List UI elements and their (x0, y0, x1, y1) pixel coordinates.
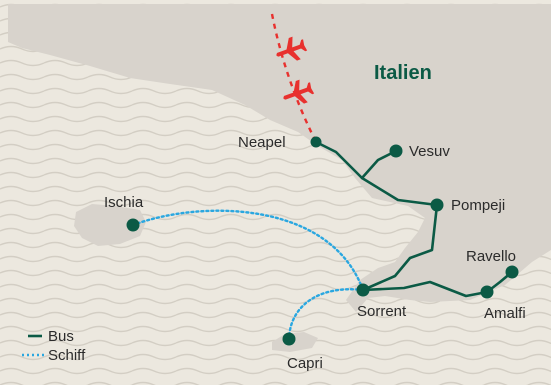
marker-ischia[interactable] (126, 218, 140, 232)
marker-sorrent[interactable] (356, 283, 370, 297)
marker-vesuv[interactable] (389, 144, 403, 158)
label-ravello: Ravello (466, 248, 516, 265)
ischia-island (74, 204, 146, 246)
label-neapel: Neapel (238, 134, 286, 151)
marker-capri[interactable] (282, 332, 296, 346)
mainland (8, 4, 551, 312)
bus-route-pompeji-sorrent (361, 203, 439, 292)
label-vesuv: Vesuv (409, 143, 450, 160)
label-amalfi: Amalfi (484, 305, 526, 322)
label-ischia: Ischia (104, 194, 144, 211)
label-pompeji: Pompeji (451, 197, 505, 214)
label-sorrent: Sorrent (357, 303, 407, 320)
ship-routes (131, 209, 365, 341)
bus-route-sorrent-amalfi (361, 280, 489, 298)
legend-bus-label: Bus (48, 328, 74, 345)
airplane-icon (276, 36, 308, 61)
flight-route (270, 13, 318, 143)
place-markers (126, 136, 519, 346)
airplane-icon (283, 79, 315, 104)
marker-neapel[interactable] (310, 136, 322, 148)
legend-ship-label: Schiff (48, 347, 86, 364)
ship-route-sorrent-capri (287, 288, 365, 341)
marker-amalfi[interactable] (480, 285, 494, 299)
label-capri: Capri (287, 355, 323, 372)
country-label: Italien (374, 62, 432, 84)
marker-ravello[interactable] (505, 265, 519, 279)
legend: Bus Schiff (22, 328, 86, 364)
ship-route-ischia-sorrent (131, 209, 365, 292)
marker-pompeji[interactable] (430, 198, 444, 212)
bus-route-vesuv (360, 149, 398, 180)
